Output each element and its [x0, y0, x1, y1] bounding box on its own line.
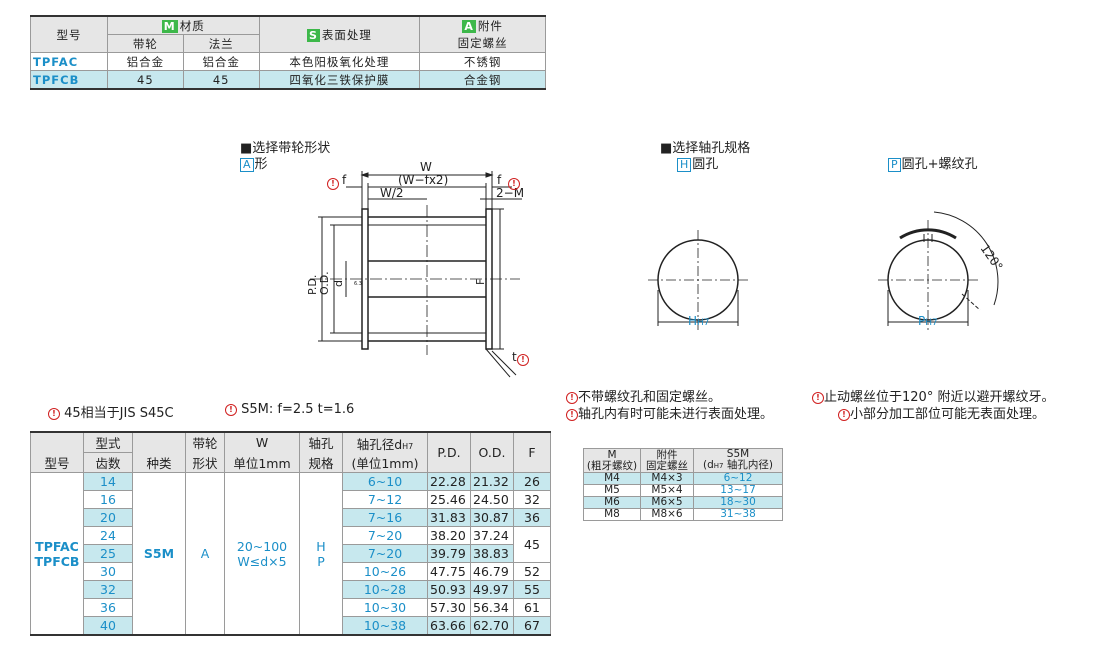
pulley-drawing: W (W−fx2) W/2 2−M f f t P.D. O.D. d 6.3 …	[306, 160, 524, 378]
warning-icon: !	[566, 392, 578, 404]
warning-icon: !	[838, 409, 850, 421]
header-od: O.D.	[470, 431, 514, 473]
header-model: 型号	[30, 452, 84, 473]
table-row: 20 7~16 31.83 30.87 36	[31, 508, 551, 527]
material-badge: M	[161, 19, 178, 33]
header-kind: 种类	[132, 452, 186, 473]
label-angle: 120°	[978, 242, 1006, 274]
header-teeth: 齿数	[83, 452, 133, 473]
warning-icon: !	[812, 392, 824, 404]
header-flange: 法兰	[182, 34, 260, 53]
label-f-left: f	[342, 173, 347, 187]
label-t: t	[512, 350, 517, 364]
table-row: M4 M4×3 6~12	[583, 472, 783, 485]
warning-icon: !	[327, 178, 339, 190]
header-pulley: 带轮	[185, 431, 225, 453]
label-wfx2: (W−fx2)	[398, 173, 448, 187]
header-acc: 附件固定螺丝	[640, 448, 694, 473]
header-s5m: S5M(dH7 轴孔内径)	[693, 448, 783, 473]
screw-table: M(粗牙螺纹) 附件固定螺丝 S5M(dH7 轴孔内径) M4 M4×3 6~1…	[583, 448, 783, 521]
bore-title: ■选择轴孔规格	[660, 141, 751, 156]
bore-p-drawing: 120°	[878, 211, 1006, 330]
warning-icon: !	[48, 408, 60, 420]
header-pulley: 带轮	[106, 34, 184, 53]
table-row: 40 10~38 63.66 62.70 67	[31, 616, 551, 636]
accessory-badge: A	[462, 19, 476, 33]
note-5: !轴孔内有时可能未进行表面处理。	[566, 403, 773, 422]
note-3: !不带螺纹孔和固定螺丝。	[566, 386, 721, 405]
note-1: ! 45相当于JIS S45C	[48, 402, 174, 421]
note-2: ! S5M: f=2.5 t=1.6	[225, 402, 354, 417]
label-2m: 2−M	[496, 186, 524, 200]
warning-icon: !	[508, 178, 520, 190]
note-4: !止动螺丝位于120° 附近以避开螺纹牙。	[812, 386, 1054, 405]
header-model: 型号	[30, 15, 108, 53]
header-unit: 单位1mm	[224, 452, 300, 473]
shape-title: ■选择带轮形状	[240, 141, 331, 156]
table-row: 30 10~26 47.75 46.79 52	[31, 562, 551, 581]
table-row: M6 M6×5 18~30	[583, 496, 783, 509]
table-row: 32 10~28 50.93 49.97 55	[31, 580, 551, 599]
header-pd: P.D.	[427, 431, 471, 473]
header-m: M(粗牙螺纹)	[583, 448, 641, 473]
cell-kind: S5M	[132, 472, 186, 636]
header-spec: 规格	[299, 452, 343, 473]
header-w: W	[224, 431, 300, 453]
surface-badge: S	[306, 28, 320, 42]
table-row: M8 M8×6 31~38	[583, 508, 783, 521]
table-row: M5 M5×4 13~17	[583, 484, 783, 497]
note-6: !小部分加工部位可能无表面处理。	[838, 403, 1045, 422]
table-row: 36 10~30 57.30 56.34 61	[31, 598, 551, 617]
header-f: F	[513, 431, 551, 473]
bore-h-drawing	[648, 230, 748, 330]
header-screw: 固定螺丝	[419, 34, 546, 53]
warning-icon: !	[517, 354, 529, 366]
header-dia: 轴孔径dH7 (单位1mm)	[342, 431, 428, 473]
table-row: TPFAC 铝合金 铝合金 本色阳极氧化处理 不锈钢	[30, 52, 546, 71]
header-shape: 形状	[185, 452, 225, 473]
table-row: TPFCB 45 45 四氧化三铁保护膜 合金钢	[30, 70, 546, 90]
warning-icon: !	[225, 404, 237, 416]
label-small: 6.3	[354, 281, 362, 287]
header-bore: 轴孔	[299, 431, 343, 453]
label-pd: P.D.	[306, 275, 319, 295]
header-type: 型式	[83, 431, 133, 453]
spec-table: 型式 带轮 W 轴孔 轴孔径dH7 (单位1mm) P.D. O.D. F 型号…	[30, 431, 551, 636]
cell-shape: A	[185, 472, 225, 636]
table-row: 24 7~20 38.20 37.24 45	[31, 526, 551, 563]
label-f-right: f	[497, 173, 502, 187]
label-w2: W/2	[380, 186, 404, 200]
label-od: O.D.	[318, 271, 331, 295]
label-w: W	[420, 160, 432, 174]
dim-p: PH7	[918, 314, 938, 328]
label-dh7: d	[332, 280, 345, 287]
label-f: F	[474, 279, 487, 285]
dim-h: HH7	[688, 314, 710, 328]
warning-icon: !	[566, 409, 578, 421]
